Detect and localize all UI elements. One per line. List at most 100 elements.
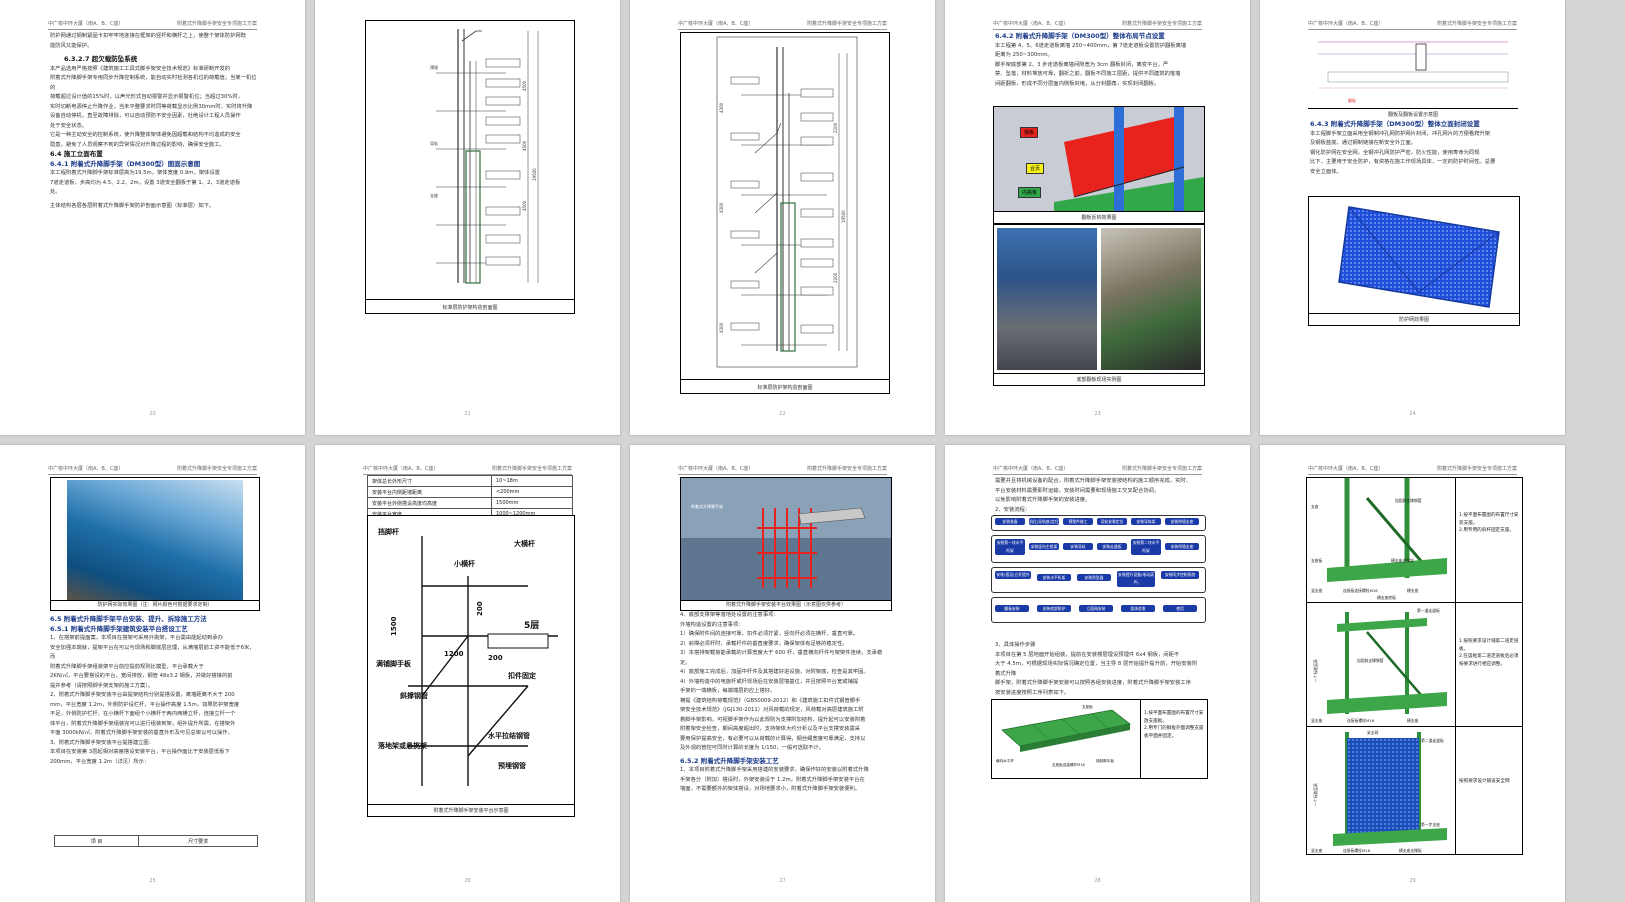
svg-text:支座: 支座: [1311, 504, 1319, 509]
document-page-28: 中广核中环大厦（南A、B、C座）附着式升降脚手架安全专项施工方案 需要并且将机械…: [945, 445, 1250, 902]
svg-text:第一步支座: 第一步支座: [1421, 822, 1440, 827]
install-platform-drawing: 挡脚杆 大横杆 小横杆 1500 200 5层 满铺脚手板 1200 200 扣…: [376, 527, 558, 786]
svg-text:竖支座: 竖支座: [1311, 718, 1323, 723]
page-number: 28: [1094, 878, 1101, 884]
flow-step: 使用: [1163, 605, 1197, 612]
flow-step: 安装水平桁架: [1037, 574, 1071, 581]
page-body: 6.5 附着式升降脚手架平台安装、提升、拆除施工方法 6.5.1 附着式升降脚手…: [50, 615, 257, 767]
step-note: 按照要求设计铺设安全网: [1459, 779, 1510, 784]
support-install-figure: 支座板 横向水平杆 支座板连接螺杆M16 钢制脚手板 1.按平面布置图的布置尺寸…: [991, 699, 1208, 779]
flow-step: 安装防坠器: [1077, 574, 1111, 581]
svg-text:横支座: 横支座: [1407, 718, 1419, 723]
page-body: 4、底部支撑架等落地处设置的注意事项： 外墙构造设置的注意事项： 1）确保附件间…: [680, 611, 887, 795]
svg-text:横支座支撑板: 横支座支撑板: [1399, 848, 1422, 853]
svg-text:竖支座: 竖支座: [1311, 848, 1323, 853]
svg-text:2200: 2200: [833, 122, 838, 133]
section-heading: 6.4.1 附着式升降脚手架（DM300型）图面示意图: [50, 159, 201, 168]
svg-text:支座: 支座: [430, 192, 438, 198]
svg-text:第一道走道板: 第一道走道板: [1417, 608, 1440, 613]
svg-text:翻板: 翻板: [1348, 97, 1356, 103]
install-platform-figure: 挡脚杆 大横杆 小横杆 1500 200 5层 满铺脚手板 1200 200 扣…: [367, 515, 575, 817]
table-row: 安装平台内侧距墙距离<200mm: [367, 486, 574, 498]
step-note: 1.按平面布置图的布置尺寸安放支座板。 2.用专门的钢板外面调整支座板平面并固定…: [1144, 711, 1204, 739]
section-heading: 6.4.3 附着式升降脚手架（DM300型）整体立面封闭设置: [1310, 120, 1480, 128]
flipboard-plan-figure: 翻板 翻板及翻板设置示意图: [1308, 32, 1518, 120]
svg-text:连接板螺栓M16: 连接板螺栓M16: [1343, 848, 1371, 853]
page-number: 24: [1409, 411, 1416, 417]
document-page-25: 中广核中环大厦（南A、B、C座）附着式升降脚手架安全专项施工方案 防护网实际效果…: [0, 445, 305, 902]
page-body: 防护网通过钢制紧固卡扣牢牢地连接在框架的竖杆和横杆之上，使整个架体防护网既 能防…: [50, 33, 257, 209]
page-header: 中广核中环大厦（南A、B、C座）附着式升降脚手架安全专项施工方案: [678, 20, 887, 30]
figure-caption: 翻板反钩效果图: [1081, 215, 1117, 221]
figure-caption: 翻板及翻板设置示意图: [1387, 112, 1438, 118]
flow-row-4: [991, 597, 1206, 623]
document-page-22: 中广核中环大厦（南A、B、C座）附着式升降脚手架安全专项施工方案: [630, 0, 935, 435]
svg-text:支座板: 支座板: [1082, 704, 1093, 709]
label-dim-1500: 1500: [390, 616, 398, 636]
section-heading: 6.4.2 附着式升降脚手架（DM300型）整体布局节点设置: [995, 32, 1165, 40]
svg-text:19500: 19500: [841, 210, 846, 223]
figure-caption: 标准层防护架构造剖面图: [442, 305, 498, 311]
section-drawing-frame: 4300 4300 4300 19500 2200 2200 标准层防护架构造剖…: [680, 32, 890, 394]
svg-text:连接板连接螺栓M16: 连接板连接螺栓M16: [1343, 588, 1378, 593]
flow-step: 安装底部防护: [1037, 605, 1071, 612]
label-hinge: 合页: [1026, 163, 1045, 174]
label-inner-board: 内挑板: [1018, 187, 1042, 198]
flow-step: 导轨安装定位: [1097, 518, 1127, 525]
page-number: 21: [464, 411, 471, 417]
document-page-26: 中广核中环大厦（南A、B、C座）附着式升降脚手架安全专项施工方案 架体总长外形尺…: [315, 445, 620, 902]
page-body: 需要并且将机械设备的配合，附着式升降脚手架安装按结构的施工顺序完成，实时、 平台…: [995, 478, 1191, 513]
svg-text:支座板连接螺杆M16: 支座板连接螺杆M16: [1052, 762, 1086, 767]
svg-text:4300: 4300: [719, 102, 724, 113]
flow-step: 安装导轨架: [1131, 518, 1161, 525]
label-brace: 预埋钢管: [498, 761, 526, 770]
page-number: 29: [1409, 878, 1416, 884]
step-2-render: 第一道走道板 一个标准层高 加固斜支撑钢管 竖支座 连接板螺栓M16 横支座: [1311, 608, 1447, 723]
svg-text:横向水平杆: 横向水平杆: [996, 758, 1014, 763]
svg-text:钢制脚手板: 钢制脚手板: [1096, 758, 1114, 763]
flow-step: 架体验收: [1121, 605, 1155, 612]
document-page-21: 预埋导轨支座 4500 4500 4500 19500 标准层防护架构造剖面图 …: [315, 0, 620, 435]
page-body: 6.4.2 附着式升降脚手架（DM300型）整体布局节点设置 本工程第 4、5、…: [995, 32, 1202, 89]
label-diagonal: 斜撑钢管: [399, 691, 428, 700]
label-top-railing: 挡脚杆: [378, 527, 399, 536]
page-header: 中广核中环大厦（南A、B、C座）附着式升降脚手架安全专项施工方案: [48, 20, 257, 30]
platform-render-figure: 附着式升降脚手架 附着式升降脚手架安装平台效果图（示意图仅供参考）: [680, 477, 892, 611]
svg-text:加固斜支撑钢管: 加固斜支撑钢管: [1357, 658, 1384, 663]
svg-text:一个标准层高: 一个标准层高: [1313, 783, 1318, 806]
protective-net-figure: 防护网效果图: [1308, 196, 1520, 326]
label-top-bar: 大横杆: [514, 539, 535, 548]
flow-step: 安装附墙支座: [1165, 543, 1199, 550]
figure-caption: 底部翻板现场实例图: [1076, 377, 1122, 383]
document-page-23: 中广核中环大厦（南A、B、C座）附着式升降脚手架安全专项施工方案 6.4.2 附…: [945, 0, 1250, 435]
flow-step: 安装第一块水平桁架: [995, 539, 1025, 555]
svg-text:4500: 4500: [522, 200, 527, 211]
label-clamp: 扣件固定: [508, 671, 536, 680]
svg-text:安全网: 安全网: [1367, 730, 1379, 735]
figure-caption: 标准层防护架构造剖面图: [757, 385, 813, 391]
label-steel-plate: 钢板: [1020, 127, 1039, 138]
document-page-29: 中广核中环大厦（南A、B、C座）附着式升降脚手架安全专项施工方案 支座 加固斜支…: [1260, 445, 1565, 902]
svg-text:横支座支撑架: 横支座支撑架: [1391, 558, 1414, 563]
svg-text:第二道走道板: 第二道走道板: [1421, 738, 1444, 743]
page-header: 中广核中环大厦（南A、B、C座）附着式升降脚手架安全专项施工方案: [993, 20, 1202, 30]
label-plank: 满铺脚手板: [376, 659, 412, 668]
flow-row-1: [991, 515, 1206, 531]
page-number: 22: [779, 411, 786, 417]
label-dim-1200: 1200: [444, 650, 464, 658]
svg-text:预埋: 预埋: [430, 64, 438, 70]
flow-row-2: [991, 535, 1206, 563]
flow-step: 安装同步控制系统: [1161, 571, 1199, 579]
page-number: 25: [149, 878, 156, 884]
step-3-render: 安全网 第二道走道板 一个标准层高 第一步支座 竖支座 连接板螺栓M16 横支座…: [1311, 730, 1447, 853]
page-header: 中广核中环大厦（南A、B、C座）附着式升降脚手架安全专项施工方案: [1308, 465, 1517, 475]
page-number: 23: [1094, 411, 1101, 417]
install-steps-table: 支座 加固斜支撑钢管 竖支座 连接板连接螺栓M16 横支座 横支座支撑架 支座板…: [1306, 477, 1523, 855]
flow-step: 安装准备: [995, 518, 1025, 525]
flow-step: 预埋件施工: [1063, 518, 1093, 525]
label-horizontal: 水平拉结钢管: [488, 731, 530, 740]
step-note: 1.按平面布置图的布置尺寸安装支座。 2.用专用的斜杆固定支座。: [1459, 513, 1519, 533]
